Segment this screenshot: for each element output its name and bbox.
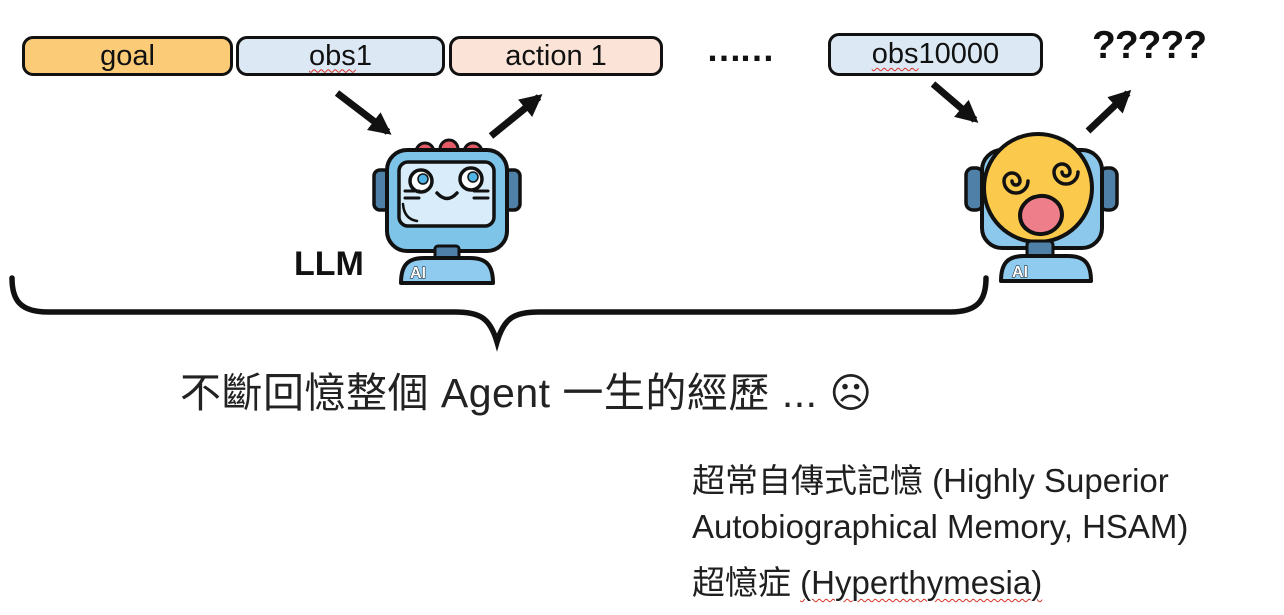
robot-head-icon: [385, 148, 509, 253]
robot-ear-icon: [502, 168, 522, 212]
question-marks: ?????: [1092, 24, 1207, 67]
spiral-eye-icon: [1052, 162, 1080, 186]
robot-ear-icon: [964, 166, 985, 212]
robot-body-icon: [399, 256, 495, 285]
action-1-label: action 1: [505, 39, 607, 72]
obs-10000-suffix: 10000: [918, 38, 1000, 70]
obs-10000-word: obs: [871, 38, 919, 70]
robot-screen-icon: [397, 160, 496, 228]
robot-pupil-icon: [467, 171, 479, 183]
robot-smile-icon: [435, 191, 459, 201]
llm-label: LLM: [294, 245, 364, 283]
robot-bump-icon: [414, 141, 436, 163]
note-line-1: 超常自傳式記憶 (Highly Superior: [692, 462, 1169, 499]
underbrace: [9, 275, 989, 352]
note-line-2: Autobiographical Memory, HSAM): [692, 508, 1189, 545]
note-line-3-term: (Hyperthymesia): [800, 564, 1043, 601]
note-line-3-prefix: 超憶症: [692, 564, 801, 601]
robot-eye-icon: [408, 168, 434, 194]
robot-ai-badge: AI: [1012, 264, 1028, 281]
robot-ai-badge: AI: [410, 265, 426, 282]
obs-1-suffix: 1: [355, 39, 372, 72]
robot-bump-icon: [438, 138, 460, 160]
robot-eye-icon: [458, 166, 484, 192]
robot-cheek-icon: [403, 189, 421, 200]
goal-box-label: goal: [100, 39, 155, 72]
robot-bump-icon: [462, 141, 484, 163]
dizzy-face-icon: [982, 132, 1094, 244]
obs-1-box: obs 1: [236, 36, 445, 76]
spiral-eye-icon: [1002, 171, 1030, 195]
robot-neck-icon: [433, 244, 461, 262]
robot-head-icon: [980, 148, 1104, 250]
note-line-3: 超憶症 (Hyperthymesia): [692, 560, 1188, 606]
action-1-box: action 1: [449, 36, 663, 76]
goal-box: goal: [22, 36, 233, 76]
robot-pupil-icon: [417, 173, 429, 185]
arrow-dizzy-robot-to-question: [1085, 89, 1132, 134]
robot-ear-icon: [372, 168, 392, 212]
obs-1-word: obs: [309, 39, 356, 72]
sequence-ellipsis: ……: [706, 28, 775, 69]
caption-text: 不斷回憶整個 Agent 一生的經歷 ... ☹: [180, 370, 873, 416]
robot-body-icon: [999, 254, 1093, 283]
robot-screen-shine: [401, 202, 419, 223]
open-mouth-icon: [1018, 193, 1064, 237]
arrow-obs10000-to-dizzy-robot: [930, 81, 979, 123]
robot-ear-icon: [1098, 166, 1119, 212]
arrow-obs1-to-llm: [334, 90, 392, 135]
robot-cheek-icon: [472, 189, 490, 200]
robot-neck-icon: [1025, 239, 1055, 259]
obs-10000-box: obs 10000: [828, 33, 1043, 76]
arrow-llm-to-action1: [488, 94, 543, 139]
notes-block: 超常自傳式記憶 (Highly Superior Autobiographica…: [692, 458, 1188, 606]
